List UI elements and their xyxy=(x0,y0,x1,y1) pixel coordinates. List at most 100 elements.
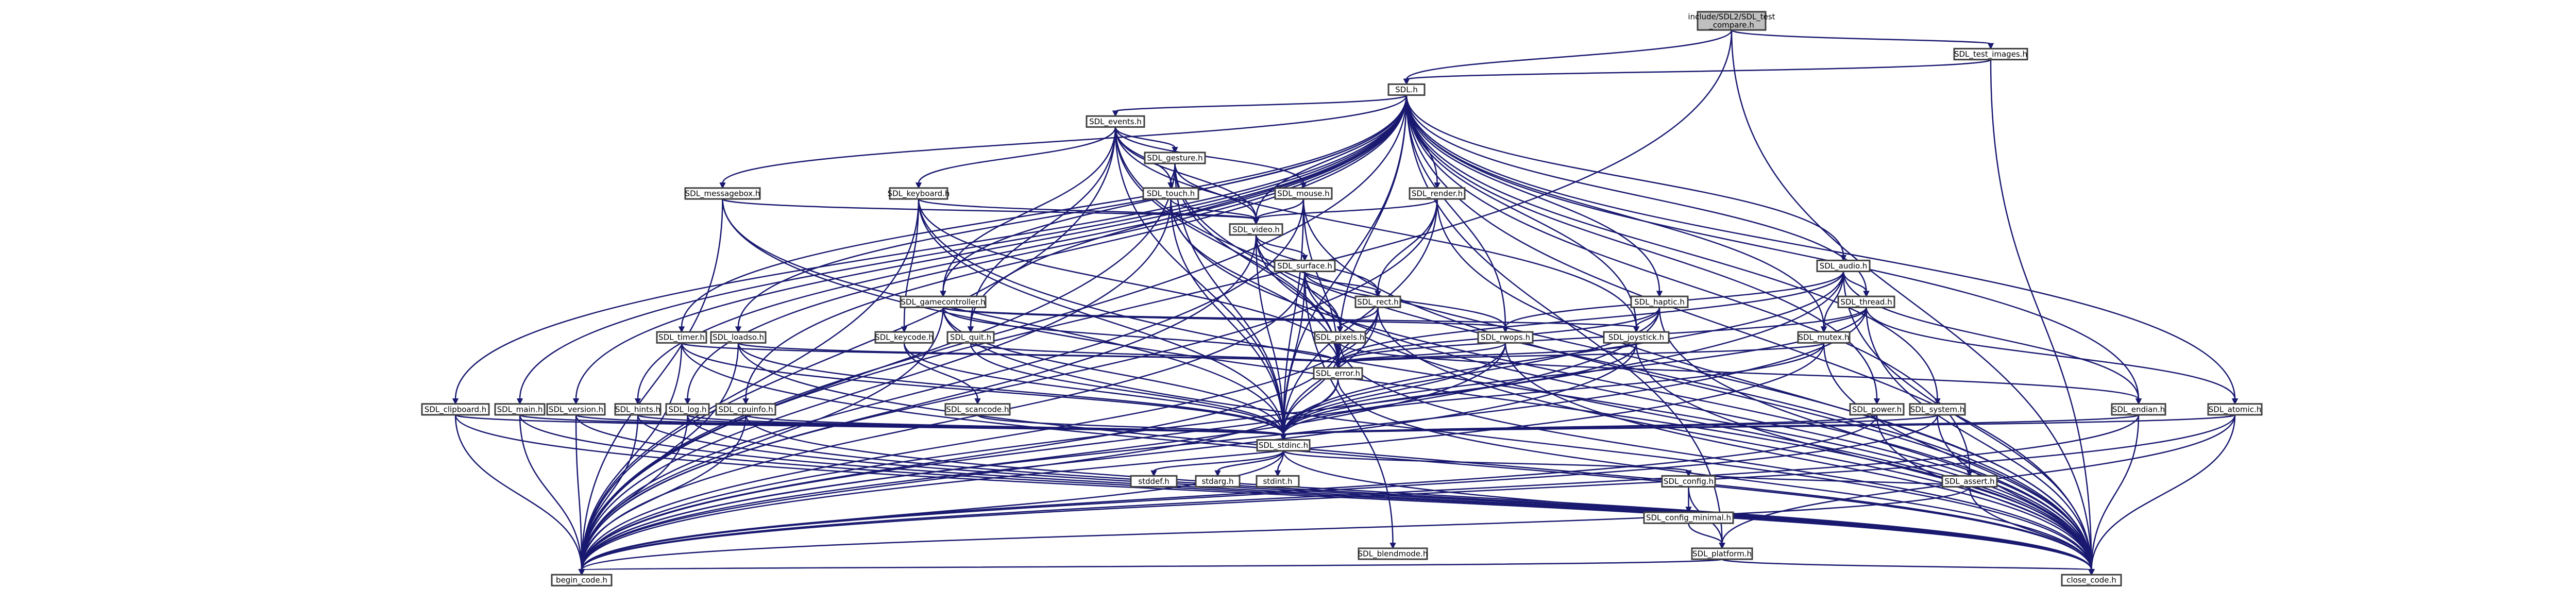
node-box[interactable] xyxy=(546,403,606,416)
node-box[interactable] xyxy=(1229,223,1283,236)
node-rect[interactable]: SDL_rect.h xyxy=(1354,295,1401,308)
node-box[interactable] xyxy=(494,403,546,416)
node-quit[interactable]: SDL_quit.h xyxy=(946,331,995,344)
arrowhead-root-to-test_images xyxy=(1987,43,1994,50)
node-box[interactable] xyxy=(1274,187,1333,200)
node-box[interactable] xyxy=(1837,295,1895,308)
node-box[interactable] xyxy=(1195,475,1241,488)
node-rwops[interactable]: SDL_rwops.h xyxy=(1477,331,1534,344)
node-box[interactable] xyxy=(1816,259,1871,273)
node-config[interactable]: SDL_config.h xyxy=(1661,475,1716,488)
node-keyboard[interactable]: SDL_keyboard.h xyxy=(888,187,950,200)
node-box[interactable] xyxy=(1142,187,1199,200)
node-stddef[interactable]: stddef.h xyxy=(1130,475,1178,488)
node-events[interactable]: SDL_events.h xyxy=(1086,115,1145,128)
node-box[interactable] xyxy=(1354,295,1401,308)
node-video[interactable]: SDL_video.h xyxy=(1229,223,1283,236)
node-log[interactable]: SDL_log.h xyxy=(665,403,710,416)
node-timer[interactable]: SDL_timer.h xyxy=(656,331,707,344)
node-box[interactable] xyxy=(710,331,767,344)
node-version[interactable]: SDL_version.h xyxy=(546,403,606,416)
node-gesture[interactable]: SDL_gesture.h xyxy=(1144,152,1206,164)
node-box[interactable] xyxy=(1144,152,1206,164)
arrowhead-rect-to-pixels xyxy=(1336,326,1344,333)
node-joystick[interactable]: SDL_joystick.h xyxy=(1603,331,1670,344)
node-box[interactable] xyxy=(1130,475,1178,488)
node-atomic[interactable]: SDL_atomic.h xyxy=(2207,403,2263,416)
node-test-images[interactable]: SDL_test_images.h xyxy=(1953,47,2028,61)
node-box[interactable] xyxy=(889,187,948,200)
node-box[interactable] xyxy=(1477,331,1534,344)
node-box[interactable] xyxy=(656,331,707,344)
node-box[interactable] xyxy=(1909,403,1966,416)
node-box[interactable] xyxy=(2207,403,2263,416)
node-box[interactable] xyxy=(900,295,987,308)
node-box[interactable] xyxy=(1661,475,1716,488)
node-box[interactable] xyxy=(614,403,662,416)
node-box[interactable] xyxy=(1086,115,1145,128)
node-surface[interactable]: SDL_surface.h xyxy=(1274,259,1336,273)
node-box[interactable] xyxy=(715,403,776,416)
node-box[interactable] xyxy=(2111,403,2166,416)
node-box[interactable] xyxy=(1953,47,2028,61)
node-blendmode[interactable]: SDL_blendmode.h xyxy=(1358,547,1428,560)
node-begin-code[interactable]: begin_code.h xyxy=(551,574,613,586)
node-mutex[interactable]: SDL_mutex.h xyxy=(1797,331,1851,344)
node-box[interactable] xyxy=(1691,547,1753,560)
node-power[interactable]: SDL_power.h xyxy=(1849,403,1905,416)
node-render[interactable]: SDL_render.h xyxy=(1409,187,1466,200)
node-box[interactable] xyxy=(1643,511,1734,524)
node-config-minimal[interactable]: SDL_config_minimal.h xyxy=(1643,511,1734,524)
node-close-code[interactable]: close_code.h xyxy=(2061,574,2122,586)
node-stdint[interactable]: stdint.h xyxy=(1256,475,1300,488)
node-box[interactable] xyxy=(551,574,613,586)
node-gamecontroller[interactable]: SDL_gamecontroller.h xyxy=(900,295,987,308)
node-endian[interactable]: SDL_endian.h xyxy=(2111,403,2166,416)
node-pixels[interactable]: SDL_pixels.h xyxy=(1314,331,1366,344)
node-platform[interactable]: SDL_platform.h xyxy=(1691,547,1753,560)
node-system[interactable]: SDL_system.h xyxy=(1909,403,1966,416)
node-box[interactable] xyxy=(1697,11,1767,31)
node-box[interactable] xyxy=(1941,475,1998,488)
node-box[interactable] xyxy=(1256,439,1311,452)
node-box[interactable] xyxy=(1409,187,1466,200)
node-touch[interactable]: SDL_touch.h xyxy=(1142,187,1199,200)
node-stdarg[interactable]: stdarg.h xyxy=(1195,475,1241,488)
node-box[interactable] xyxy=(1256,475,1300,488)
node-box[interactable] xyxy=(944,403,1011,416)
node-mouse[interactable]: SDL_mouse.h xyxy=(1274,187,1333,200)
node-box[interactable] xyxy=(1797,331,1851,344)
node-box[interactable] xyxy=(1313,367,1363,380)
node-cpuinfo[interactable]: SDL_cpuinfo.h xyxy=(715,403,776,416)
node-label: stdint.h xyxy=(1263,477,1292,486)
node-haptic[interactable]: SDL_haptic.h xyxy=(1630,295,1689,308)
node-box[interactable] xyxy=(1630,295,1689,308)
node-thread[interactable]: SDL_thread.h xyxy=(1837,295,1895,308)
node-sdl[interactable]: SDL.h xyxy=(1387,83,1426,96)
node-main[interactable]: SDL_main.h xyxy=(494,403,546,416)
node-clipboard[interactable]: SDL_clipboard.h xyxy=(421,403,490,416)
node-root[interactable]: include/SDL2/SDL_test_compare.h xyxy=(1688,11,1775,31)
node-audio[interactable]: SDL_audio.h xyxy=(1816,259,1871,273)
node-assert[interactable]: SDL_assert.h xyxy=(1941,475,1998,488)
node-box[interactable] xyxy=(1274,259,1336,273)
node-label: include/SDL2/SDL_test xyxy=(1688,12,1775,22)
node-messagebox[interactable]: SDL_messagebox.h xyxy=(684,187,761,200)
node-box[interactable] xyxy=(1603,331,1670,344)
node-box[interactable] xyxy=(1387,83,1426,96)
node-stdinc[interactable]: SDL_stdinc.h xyxy=(1256,439,1311,452)
node-box[interactable] xyxy=(874,331,934,344)
node-box[interactable] xyxy=(2061,574,2122,586)
node-hints[interactable]: SDL_hints.h xyxy=(614,403,662,416)
node-error[interactable]: SDL_error.h xyxy=(1313,367,1363,380)
node-box[interactable] xyxy=(684,187,761,200)
node-box[interactable] xyxy=(946,331,995,344)
node-loadso[interactable]: SDL_loadso.h xyxy=(710,331,767,344)
node-scancode[interactable]: SDL_scancode.h xyxy=(944,403,1011,416)
node-box[interactable] xyxy=(1849,403,1905,416)
node-box[interactable] xyxy=(1358,547,1428,560)
node-box[interactable] xyxy=(421,403,490,416)
node-box[interactable] xyxy=(1314,331,1366,344)
node-keycode[interactable]: SDL_keycode.h xyxy=(874,331,934,344)
node-box[interactable] xyxy=(665,403,710,416)
